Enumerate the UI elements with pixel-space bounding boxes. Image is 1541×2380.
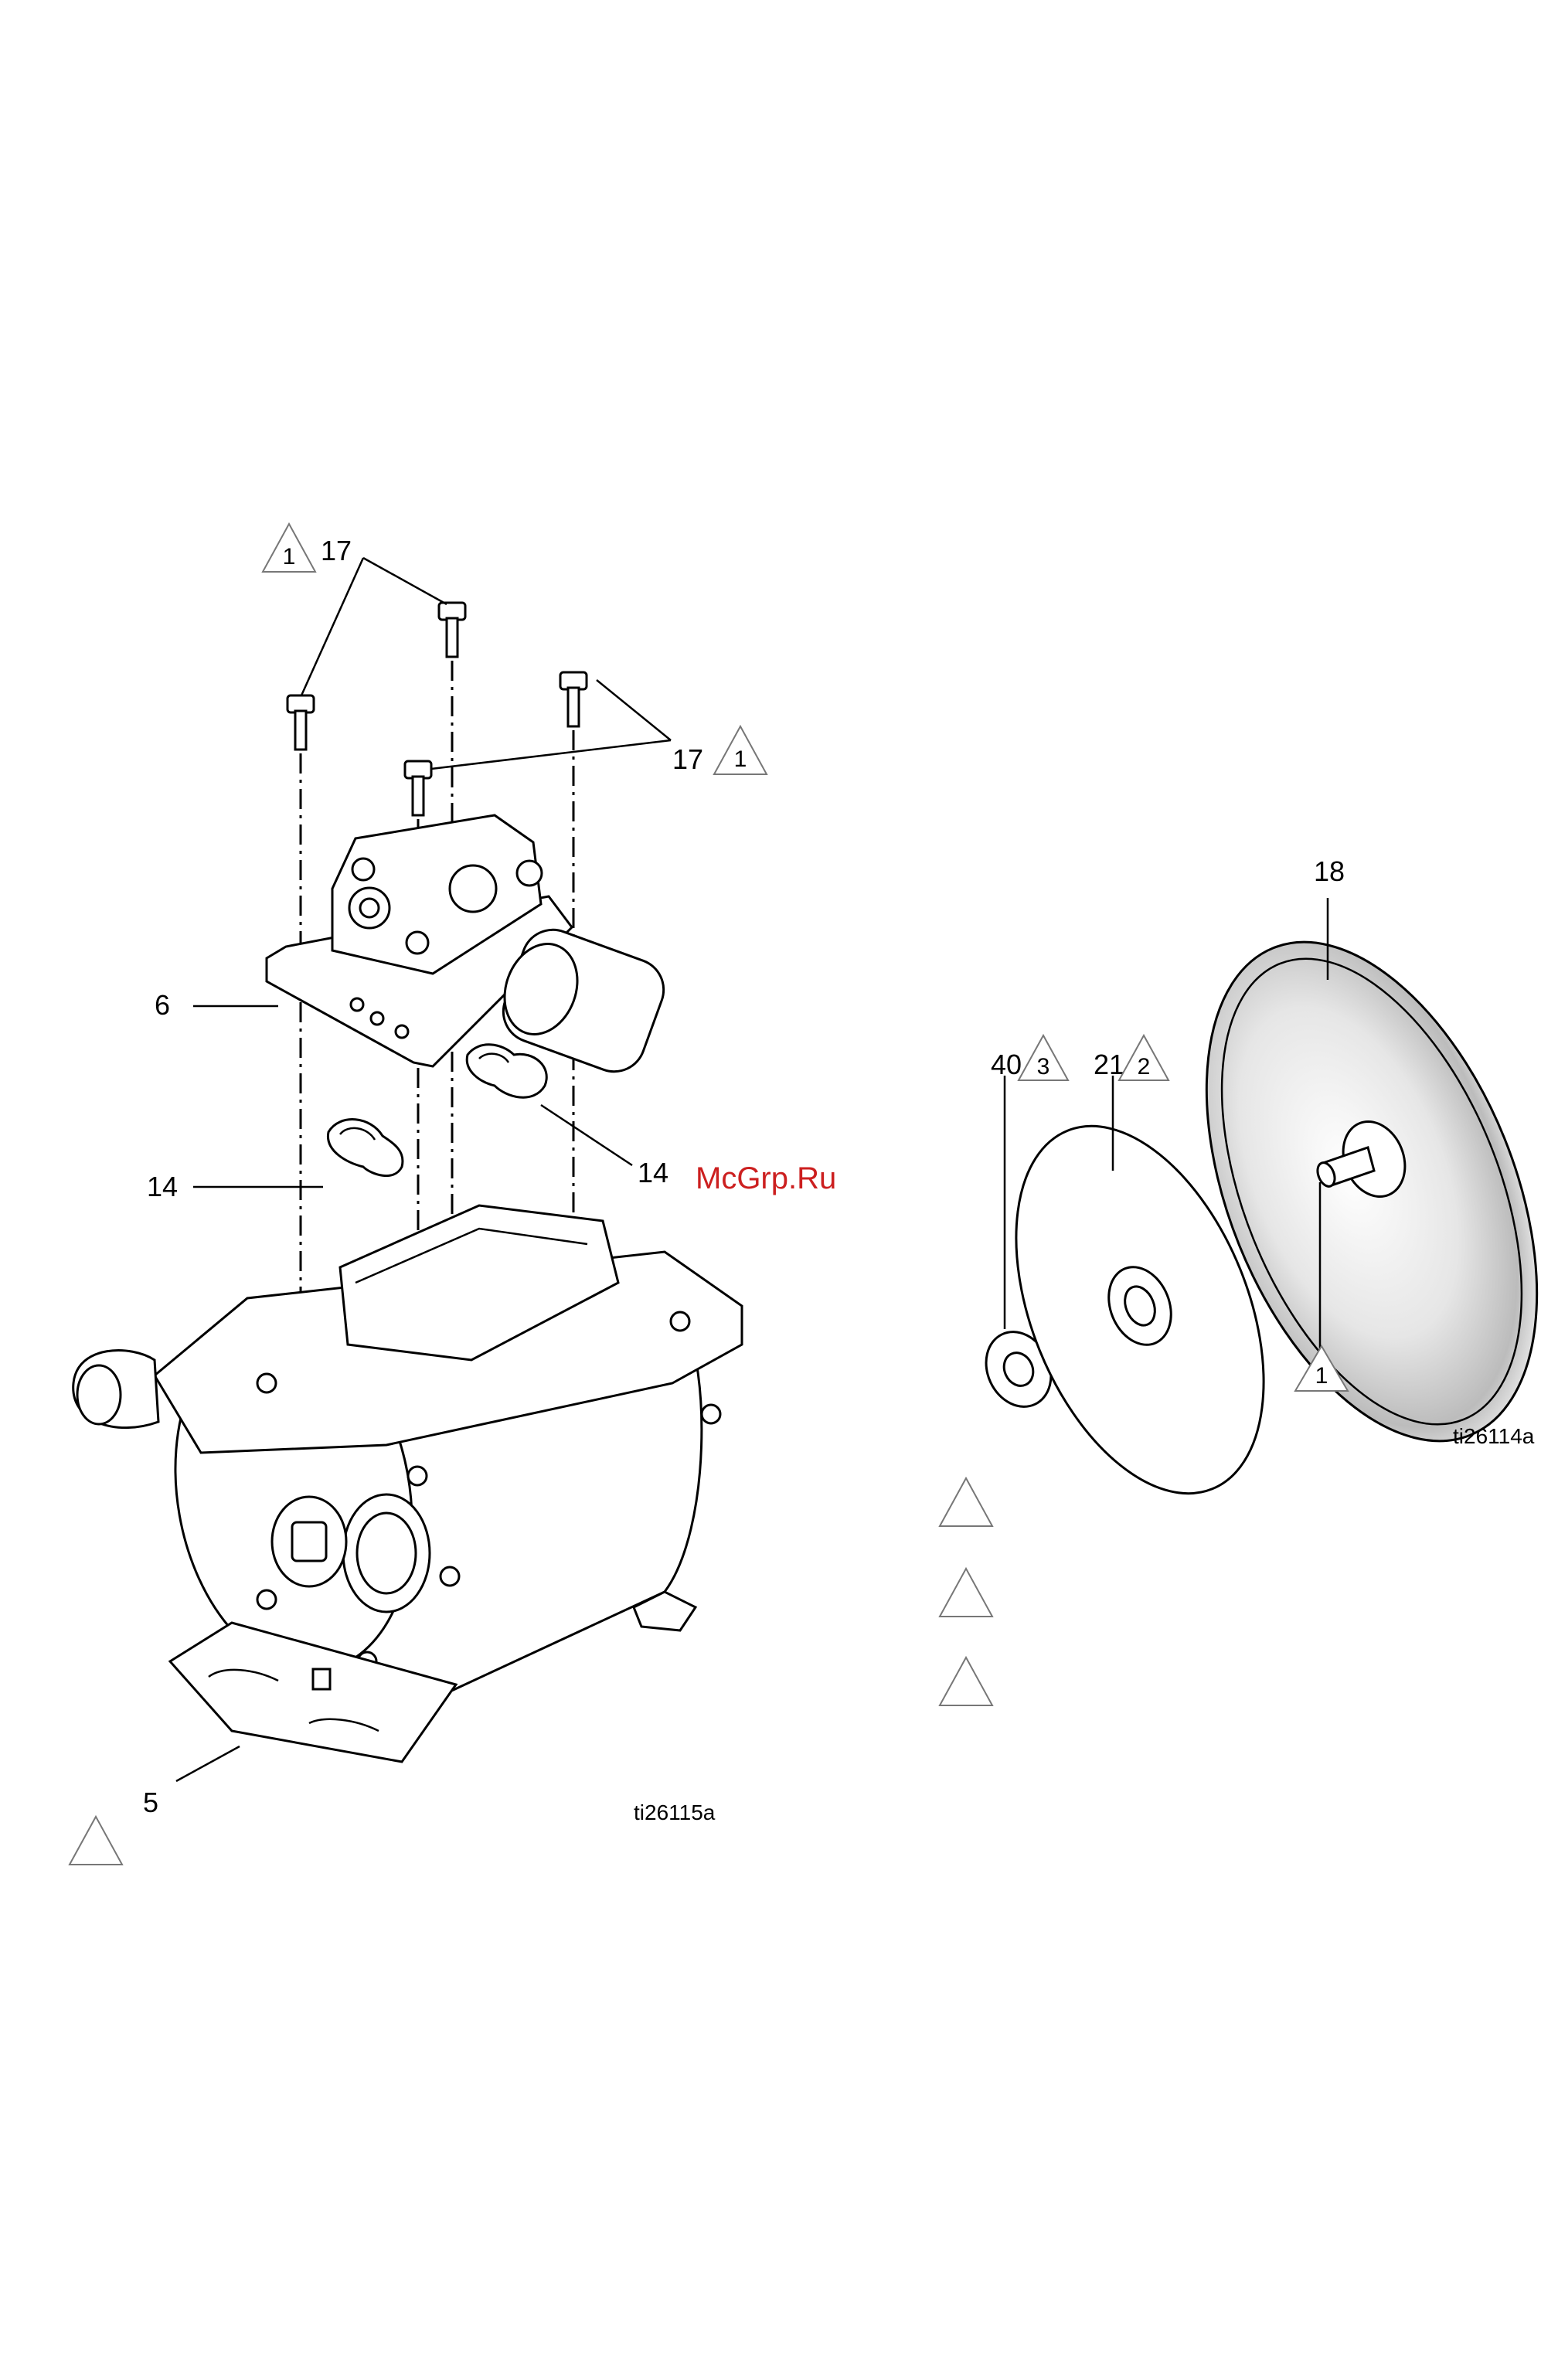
note-triangle-17b: 1 — [714, 726, 767, 774]
note-symbol-d — [70, 1817, 122, 1865]
watermark: McGrp.Ru — [696, 1161, 836, 1195]
screw-17-b — [287, 695, 314, 750]
figure-id-right: ti26114a — [1453, 1424, 1535, 1448]
svg-text:3: 3 — [1037, 1054, 1050, 1080]
gasket-14-left — [328, 1120, 403, 1176]
svg-text:2: 2 — [1138, 1054, 1151, 1080]
air-motor-assembly-figure: 1 17 17 1 6 14 14 5 ti26115a — [73, 524, 767, 1824]
air-valve-block — [267, 815, 672, 1080]
screw-17-c — [560, 672, 587, 726]
note-symbol-a — [940, 1478, 992, 1526]
note-symbol-b — [940, 1569, 992, 1617]
screw-17-d — [405, 761, 431, 815]
note-symbol-c — [940, 1658, 992, 1705]
callout-14-right: 14 — [638, 1157, 668, 1188]
callout-18: 18 — [1314, 855, 1345, 887]
svg-text:1: 1 — [1315, 1363, 1328, 1389]
note-triangle-40: 3 — [1019, 1035, 1068, 1080]
svg-text:1: 1 — [734, 746, 747, 772]
figure-id-left: ti26115a — [634, 1800, 716, 1824]
air-motor-body — [73, 1205, 742, 1762]
screw-17-a — [439, 603, 465, 657]
svg-text:1: 1 — [283, 544, 296, 570]
callout-6: 6 — [155, 989, 170, 1021]
callout-17-right: 17 — [672, 743, 703, 775]
note-triangle-17a: 1 — [263, 524, 315, 572]
callout-5: 5 — [143, 1787, 158, 1818]
gasket-14-right — [467, 1045, 546, 1097]
note-triangle-21: 2 — [1119, 1035, 1169, 1080]
diaphragm-parts-figure: 18 40 3 21 2 1 ti26114a — [968, 855, 1541, 1529]
callout-21: 21 — [1094, 1049, 1124, 1080]
callout-40: 40 — [991, 1049, 1022, 1080]
callout-14-left: 14 — [147, 1171, 178, 1202]
callout-17-top: 17 — [321, 535, 352, 566]
